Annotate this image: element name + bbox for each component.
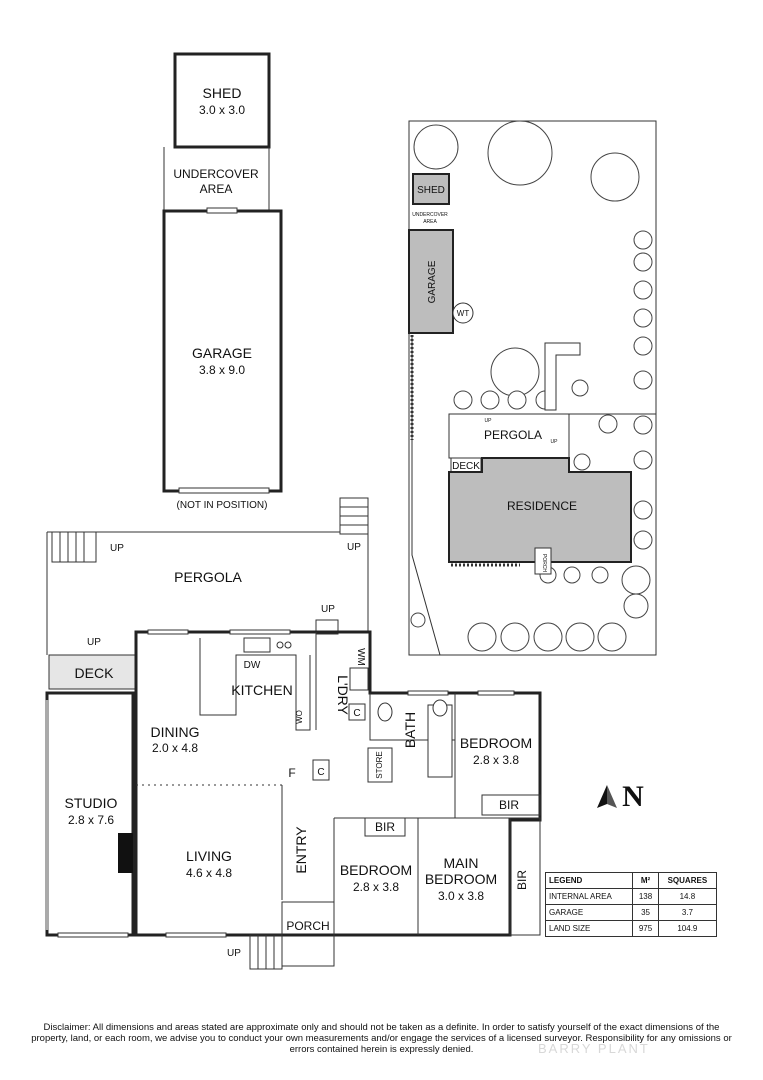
garage-note: (NOT IN POSITION) bbox=[177, 500, 268, 511]
site-deck-up-label: UP bbox=[551, 439, 559, 445]
shed-detail: SHED 3.0 x 3.0 bbox=[173, 52, 271, 149]
living-label: LIVING bbox=[186, 848, 232, 864]
living-dimensions: 4.6 x 4.8 bbox=[186, 866, 232, 880]
main-bedroom-dimensions: 3.0 x 3.8 bbox=[438, 889, 484, 903]
bedroom-1-label: BEDROOM bbox=[460, 735, 532, 751]
legend-header-m2: M² bbox=[632, 872, 659, 889]
legend-header-row: LEGEND M² SQUARES bbox=[544, 872, 718, 889]
table-row: LAND SIZE 975 104.9 bbox=[544, 920, 718, 937]
main-bedroom-bir-label: BIR bbox=[515, 870, 529, 890]
dining-dimensions: 2.0 x 4.8 bbox=[152, 741, 198, 755]
laundry-cupboard-label: C bbox=[353, 708, 360, 719]
bath-label: BATH bbox=[402, 712, 418, 748]
north-arrow: N bbox=[597, 780, 644, 813]
porch-label: PORCH bbox=[286, 919, 329, 933]
bedroom-2-label: BEDROOM bbox=[340, 862, 412, 878]
deck-up-label: UP bbox=[87, 637, 101, 648]
legend-row-name: LAND SIZE bbox=[544, 920, 634, 937]
dining-label: DINING bbox=[151, 724, 200, 740]
legend-row-squares: 3.7 bbox=[657, 904, 718, 921]
laundry-stairs-up-label: UP bbox=[321, 604, 335, 615]
table-row: GARAGE 35 3.7 bbox=[544, 904, 718, 921]
floor-plan: UP UP PERGOLA UP UP DECK STUDIO 2.8 x 7.… bbox=[45, 497, 542, 970]
legend-header-squares: SQUARES bbox=[657, 872, 718, 889]
entry-label: ENTRY bbox=[293, 826, 309, 874]
garage-dimensions: 3.8 x 9.0 bbox=[199, 363, 245, 377]
fridge-label: F bbox=[288, 766, 295, 780]
site-residence-label: RESIDENCE bbox=[507, 499, 577, 513]
legend-row-m2: 138 bbox=[632, 888, 659, 905]
site-plan: SHED UNDERCOVER AREA GARAGE WT PERGOLA U… bbox=[408, 120, 657, 656]
rear-stairs-up-label: UP bbox=[347, 542, 361, 553]
site-undercover-line2: AREA bbox=[423, 219, 437, 225]
undercover-label-line2: AREA bbox=[200, 182, 233, 196]
bedroom-1-bir-label: BIR bbox=[499, 798, 519, 812]
site-garage-label: GARAGE bbox=[427, 260, 438, 303]
legend-row-name: GARAGE bbox=[544, 904, 634, 921]
legend-header-name: LEGEND bbox=[544, 872, 634, 889]
studio-label: STUDIO bbox=[65, 795, 118, 811]
main-bedroom-label-line1: MAIN bbox=[444, 855, 479, 871]
table-row: INTERNAL AREA 138 14.8 bbox=[544, 888, 718, 905]
north-label: N bbox=[622, 780, 644, 813]
main-bedroom-label-line2: BEDROOM bbox=[425, 871, 497, 887]
garage-label: GARAGE bbox=[192, 345, 252, 361]
bedroom-2-bir-label: BIR bbox=[375, 820, 395, 834]
site-stairs-up-label: UP bbox=[485, 418, 493, 424]
agency-watermark: BARRY PLANT bbox=[538, 1041, 650, 1056]
site-pergola-label: PERGOLA bbox=[484, 428, 542, 442]
deck-label: DECK bbox=[75, 665, 115, 681]
pergola-label: PERGOLA bbox=[174, 569, 242, 585]
legend-row-m2: 975 bbox=[632, 920, 659, 937]
site-deck-label: DECK bbox=[452, 461, 480, 472]
bedroom-2-dimensions: 2.8 x 3.8 bbox=[353, 880, 399, 894]
laundry-label: L'DRY bbox=[335, 675, 351, 715]
bedroom-1-dimensions: 2.8 x 3.8 bbox=[473, 753, 519, 767]
legend-row-m2: 35 bbox=[632, 904, 659, 921]
kitchen-label: KITCHEN bbox=[231, 682, 292, 698]
hall-cupboard-label: C bbox=[317, 767, 324, 778]
garage-detail: GARAGE 3.8 x 9.0 (NOT IN POSITION) bbox=[162, 207, 283, 511]
pergola-stairs-up-label: UP bbox=[110, 543, 124, 554]
shed-label: SHED bbox=[203, 85, 242, 101]
dishwasher-label: DW bbox=[244, 660, 261, 671]
undercover-label-line1: UNDERCOVER bbox=[173, 167, 259, 181]
wall-oven-label: WO bbox=[295, 710, 304, 724]
porch-stairs-up-label: UP bbox=[227, 948, 241, 959]
site-undercover-line1: UNDERCOVER bbox=[412, 212, 448, 218]
site-shed-label: SHED bbox=[417, 185, 445, 196]
shed-dimensions: 3.0 x 3.0 bbox=[199, 103, 245, 117]
undercover-area: UNDERCOVER AREA bbox=[163, 147, 270, 210]
store-label: STORE bbox=[375, 751, 384, 778]
washing-machine-label: WM bbox=[355, 648, 366, 666]
studio-dimensions: 2.8 x 7.6 bbox=[68, 813, 114, 827]
area-legend-table: LEGEND M² SQUARES INTERNAL AREA 138 14.8… bbox=[544, 872, 718, 937]
legend-row-name: INTERNAL AREA bbox=[544, 888, 634, 905]
disclaimer-text: Disclaimer: All dimensions and areas sta… bbox=[31, 1022, 732, 1055]
legend-row-squares: 104.9 bbox=[657, 920, 718, 937]
legend-row-squares: 14.8 bbox=[657, 888, 718, 905]
site-porch-label: PORCH bbox=[541, 554, 547, 572]
site-water-tank-label: WT bbox=[457, 309, 470, 318]
